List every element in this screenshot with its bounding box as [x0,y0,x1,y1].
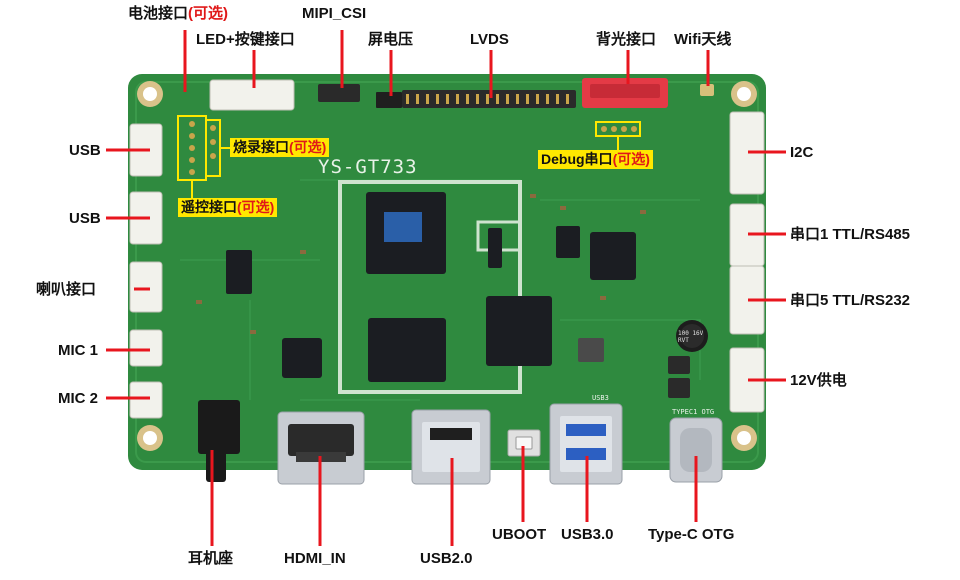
board-model-silk: YS-GT733 [318,156,418,178]
label-led-keys: LED+按键接口 [196,31,295,48]
label-remote: 遥控接口(可选) [178,198,278,217]
label-uboot: UBOOT [492,526,547,543]
label-remote-text: 遥控接口 [181,199,237,215]
conn-mic2 [129,381,163,419]
label-battery-opt: (可选) [188,5,229,22]
capacitor-text: 100 16V RVT [678,330,704,344]
conn-led-keys [209,79,295,111]
typec-silk: TYPEC1 OTG [672,408,715,416]
conn-wifi [700,84,714,96]
label-burn: 烧录接口(可选) [230,138,330,157]
label-remote-opt: (可选) [237,199,275,215]
label-i2c: I2C [790,144,814,161]
label-hdmi: HDMI_IN [284,550,346,567]
label-debug-text: Debug串口 [541,151,613,167]
label-usb20: USB2.0 [420,550,473,567]
label-backlight: 背光接口 [596,31,657,48]
label-mic1: MIC 1 [58,342,99,359]
usb20-port-shape [411,409,491,485]
pmic-chip [590,232,636,280]
label-debug: Debug串口(可选) [538,150,653,169]
label-usb-1: USB [69,142,101,159]
label-screen-voltage: 屏电压 [368,31,414,48]
label-mipi: MIPI_CSI [302,5,367,22]
usb30-port-shape [549,403,623,485]
label-battery-text: 电池接口 [128,5,189,22]
label-burn-opt: (可选) [289,139,327,155]
uboot-button-shape [507,429,541,457]
label-mic2: MIC 2 [58,390,99,407]
label-usb-2: USB [69,210,101,227]
usb3-silk: USB3 [592,394,609,402]
label-headphone: 耳机座 [188,550,234,567]
conn-mipi [318,84,360,102]
label-speaker: 喇叭接口 [36,281,97,298]
label-usb30: USB3.0 [561,526,614,543]
ram-chip-1 [368,318,446,382]
label-power: 12V供电 [790,372,847,389]
conn-mic1 [129,329,163,367]
label-uart1: 串口1 TTL/RS485 [790,226,911,243]
label-battery: 电池接口(可选) [128,5,228,23]
ram-chip-2 [486,296,552,366]
leader-lines [106,30,786,546]
mounting-holes [137,81,757,451]
conn-speaker [129,261,163,313]
label-uart5: 串口5 TTL/RS232 [790,292,911,309]
label-burn-text: 烧录接口 [233,139,289,155]
label-debug-opt: (可选) [612,151,650,167]
typec-port-shape [669,417,723,483]
label-wifi: Wifi天线 [674,31,732,48]
label-lvds: LVDS [470,31,509,48]
label-typec: Type-C OTG [648,526,735,543]
